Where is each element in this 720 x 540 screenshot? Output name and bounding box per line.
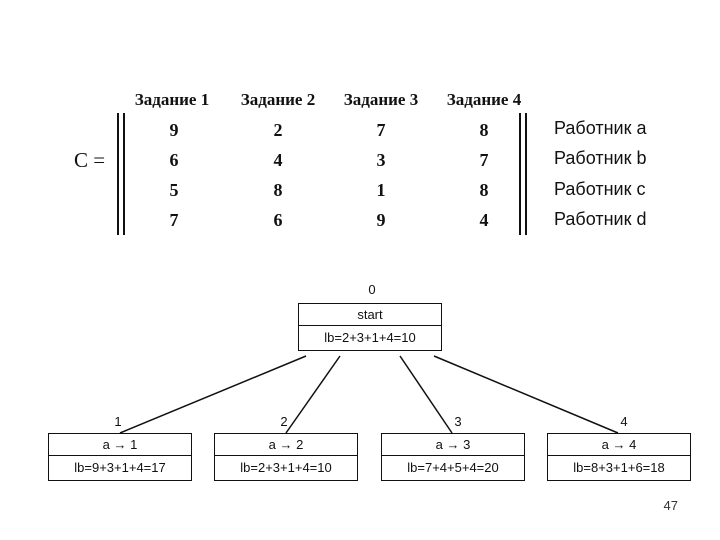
task-header-1: Задание 1 [134,90,210,109]
worker-label-a: Работник a [554,118,647,138]
node-assignment: a → 1 [49,434,191,456]
task-header-3: Задание 3 [343,90,419,109]
node-lower-bound: lb=2+3+1+4=10 [324,330,416,345]
edge-0-1 [119,355,307,434]
matrix-left-bar-inner [123,113,125,235]
tree-node-4: a → 4 lb=8+3+1+6=18 [547,433,691,481]
node-lower-bound: lb=8+3+1+6=18 [573,460,665,475]
matrix-right-bar-inner [519,113,521,235]
matrix-label: C = [74,148,106,172]
matrix-cell: 3 [376,150,386,170]
matrix-cell: 9 [169,120,179,140]
node-id-3: 3 [454,414,462,429]
matrix-cell: 7 [479,150,489,170]
node-assignment: a → 2 [215,434,357,456]
task-header-2: Задание 2 [240,90,316,109]
edge-0-4 [433,355,619,434]
node-label: start [299,304,441,326]
matrix-cell: 4 [273,150,283,170]
matrix-cell: 8 [479,180,489,200]
matrix-cell: 9 [376,210,386,230]
matrix-cell: 8 [479,120,489,140]
node-id-4: 4 [620,414,628,429]
task-header-4: Задание 4 [446,90,522,109]
worker-label-c: Работник c [554,179,646,199]
worker-label-b: Работник b [554,148,647,168]
matrix-cell: 7 [376,120,386,140]
matrix-cell: 2 [273,120,283,140]
node-lower-bound: lb=2+3+1+4=10 [240,460,332,475]
node-lower-bound: lb=9+3+1+4=17 [74,460,166,475]
node-assignment: a → 4 [548,434,690,456]
node-id-2: 2 [280,414,288,429]
matrix-cell: 4 [479,210,489,230]
edge-0-2 [285,355,341,434]
matrix-cell: 5 [169,180,179,200]
tree-node-3: a → 3 lb=7+4+5+4=20 [381,433,525,481]
matrix-left-bar-outer [117,113,119,235]
matrix-cell: 1 [376,180,386,200]
tree-node-2: a → 2 lb=2+3+1+4=10 [214,433,358,481]
node-id-1: 1 [114,414,122,429]
matrix-cell: 6 [273,210,283,230]
matrix-cell: 7 [169,210,179,230]
matrix-right-bar-outer [525,113,527,235]
node-assignment: a → 3 [382,434,524,456]
node-id-0: 0 [368,282,376,297]
tree-node-root: start lb=2+3+1+4=10 [298,303,442,351]
matrix-cell: 8 [273,180,283,200]
node-lower-bound: lb=7+4+5+4=20 [407,460,499,475]
page-number: 47 [663,498,678,513]
worker-label-d: Работник d [554,209,647,229]
edge-0-3 [399,355,453,434]
tree-node-1: a → 1 lb=9+3+1+4=17 [48,433,192,481]
matrix-cell: 6 [169,150,179,170]
